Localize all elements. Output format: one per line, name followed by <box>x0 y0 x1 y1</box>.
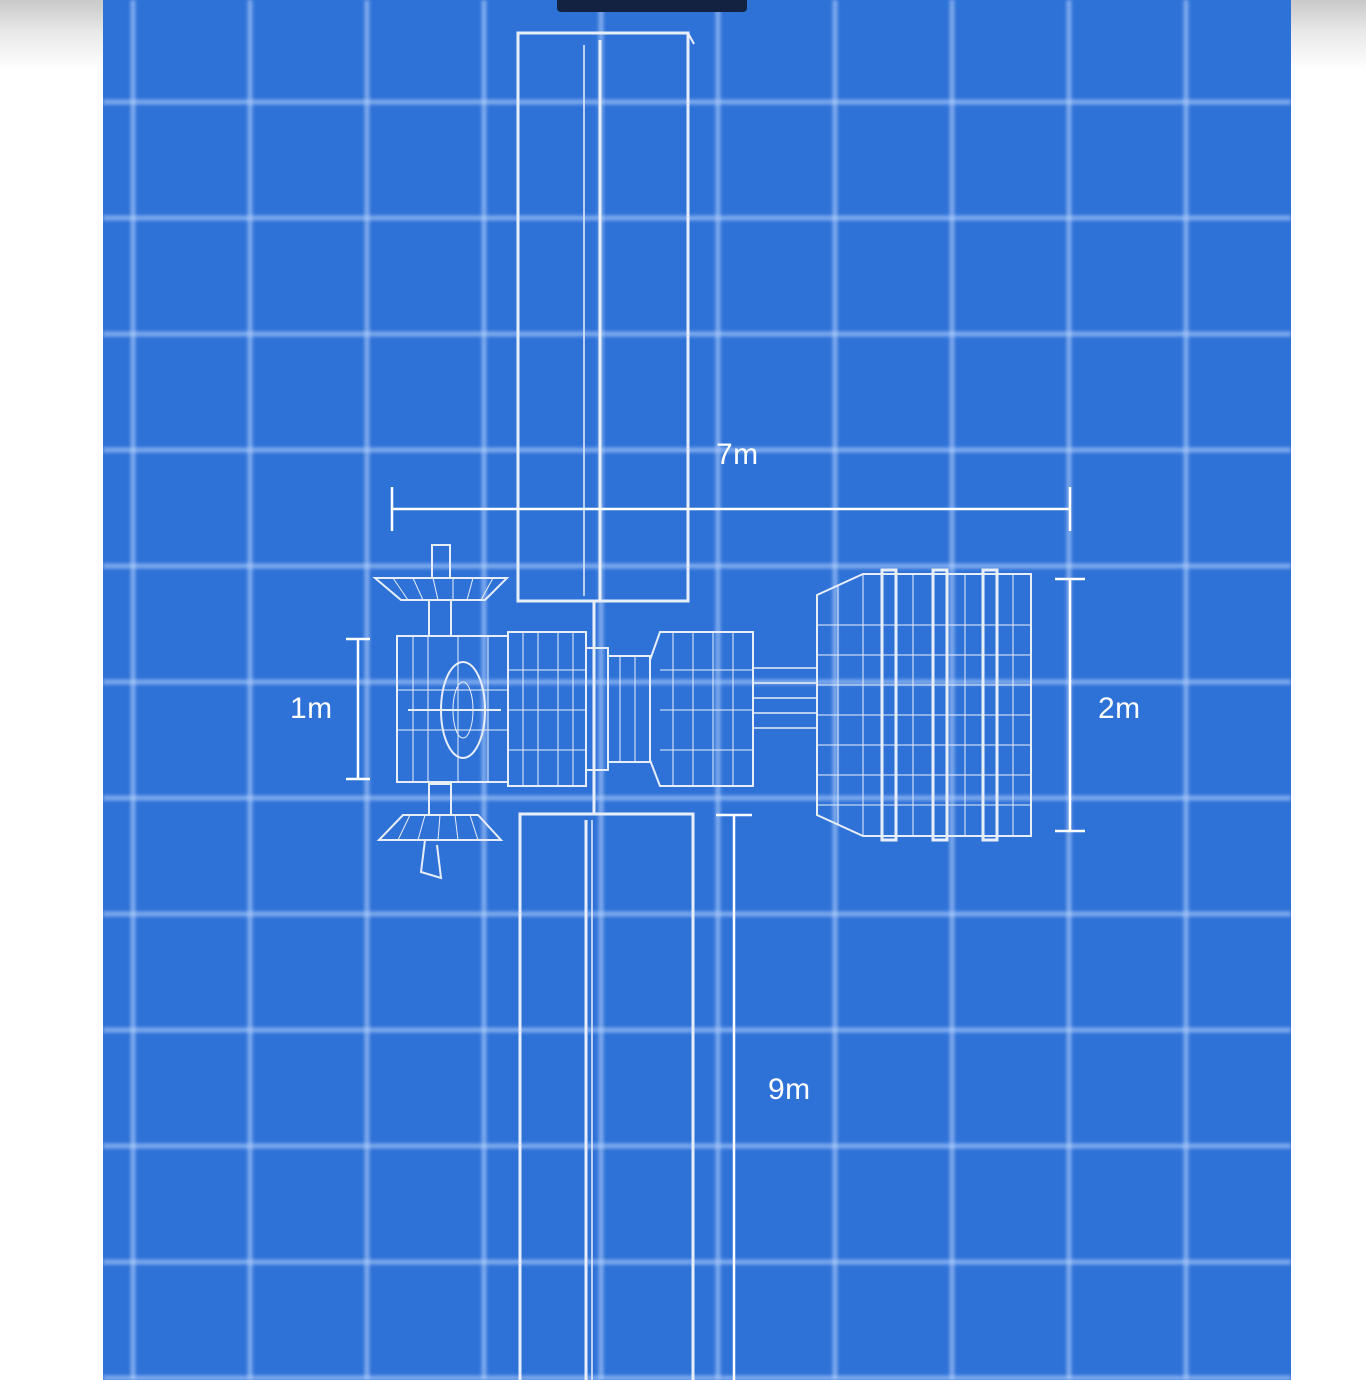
engine-connector <box>752 667 818 729</box>
width-dimension-line <box>390 487 1072 531</box>
tank-height-dimension-label: 2m <box>1098 692 1141 725</box>
upper-solar-panel <box>516 31 695 603</box>
satellite-wireframe-icon <box>372 31 1032 1380</box>
tank-height-dimension-line <box>1055 577 1085 833</box>
blueprint-canvas: 7m 1m 2m 9m <box>103 0 1291 1380</box>
panel-length-dimension-label: 9m <box>768 1073 811 1106</box>
width-dimension-label: 7m <box>716 438 759 471</box>
central-bus-cylinders <box>507 631 754 787</box>
engine-tank-module <box>816 568 1032 842</box>
core-height-dimension-line <box>346 637 370 781</box>
bottom-antenna-dish <box>376 783 504 880</box>
dimension-lines <box>346 487 1085 1380</box>
top-antenna-dish <box>372 544 510 637</box>
lower-solar-panel <box>518 812 695 1380</box>
blueprint-drawing <box>103 0 1291 1380</box>
panel-length-dimension-line <box>716 813 752 1380</box>
main-body-module <box>396 635 509 783</box>
grid-lines <box>103 0 1291 1380</box>
core-height-dimension-label: 1m <box>290 692 333 725</box>
top-tab-handle[interactable] <box>557 0 747 12</box>
